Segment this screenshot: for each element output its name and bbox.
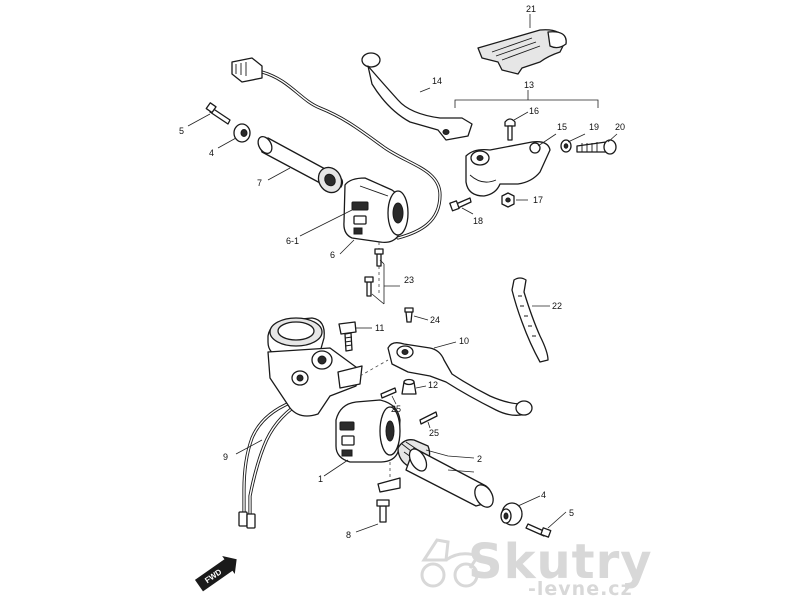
scooter-silhouette-icon: [420, 538, 481, 588]
watermark-logo: Skutry -levne.cz: [420, 534, 653, 600]
screw-upper: [205, 102, 231, 125]
screw-pair-23: [364, 242, 384, 297]
callout-labels: 21 14 13 16 15 19 20 17 18 5 4 7 6-1 6 2…: [179, 4, 625, 540]
callout-1: 1: [318, 474, 323, 484]
connector-plug: [231, 57, 263, 83]
watermark-main-text: Skutry: [468, 534, 653, 590]
callout-24: 24: [430, 315, 440, 325]
pin-24: [404, 307, 414, 323]
callout-15: 15: [557, 122, 567, 132]
right-switch-housing: [335, 399, 401, 463]
adjusting-screw-20: [576, 139, 617, 155]
terminal-left: [238, 511, 248, 527]
callout-18: 18: [473, 216, 483, 226]
group-bracket-13: [454, 90, 599, 108]
callout-2: 2: [477, 454, 482, 464]
callout-14: 14: [432, 76, 442, 86]
callout-20: 20: [615, 122, 625, 132]
callout-23: 23: [404, 275, 414, 285]
callout-13: 13: [524, 80, 534, 90]
callout-25-a: 25: [391, 404, 401, 414]
fwd-direction-badge: FWD: [194, 555, 237, 592]
callout-4-lower: 4: [541, 490, 546, 500]
banjo-bolt-11: [338, 321, 357, 352]
leader-lines: [187, 14, 618, 533]
callout-17: 17: [533, 195, 543, 205]
cable-strap-22: [511, 277, 549, 363]
lever-bracket-15: [465, 141, 551, 197]
watermark-sub-text: -levne.cz: [528, 578, 633, 600]
screw-lower: [525, 523, 552, 538]
left-switch-housing: [343, 177, 409, 244]
callout-6: 6: [330, 250, 335, 260]
rear-brake-lever: [361, 52, 473, 141]
nut-17: [501, 192, 515, 208]
washer-19: [560, 139, 572, 153]
left-grip: [257, 135, 344, 194]
callout-9: 9: [223, 452, 228, 462]
bar-end-weight-upper: [233, 123, 251, 143]
callout-10: 10: [459, 336, 469, 346]
brake-switch-wire: [238, 400, 300, 529]
lever-cover-21: [477, 29, 567, 75]
callout-16: 16: [529, 106, 539, 116]
collar-12: [401, 378, 417, 395]
arrow-icon: [194, 555, 237, 592]
callout-4-upper: 4: [209, 148, 214, 158]
throttle-grip: [397, 439, 494, 508]
terminal-right: [246, 513, 256, 529]
callout-19: 19: [589, 122, 599, 132]
callout-11: 11: [375, 323, 384, 333]
bolt-18: [449, 197, 472, 212]
bar-end-weight-lower: [500, 502, 523, 526]
screw-25a: [380, 387, 397, 399]
callout-8: 8: [346, 530, 351, 540]
callout-6-1: 6-1: [286, 236, 299, 246]
callout-5-lower: 5: [569, 508, 574, 518]
front-brake-lever: [359, 342, 533, 416]
callout-12: 12: [428, 380, 438, 390]
screw-25b: [419, 411, 438, 425]
callout-7: 7: [257, 178, 262, 188]
callout-5-upper: 5: [179, 126, 184, 136]
wire-harness-upper: [231, 57, 442, 240]
callout-21: 21: [526, 4, 536, 14]
callout-25-b: 25: [429, 428, 439, 438]
callout-22: 22: [552, 301, 562, 311]
bolt-16: [504, 118, 516, 141]
master-cylinder: [267, 317, 363, 417]
screw-8: [376, 462, 401, 523]
